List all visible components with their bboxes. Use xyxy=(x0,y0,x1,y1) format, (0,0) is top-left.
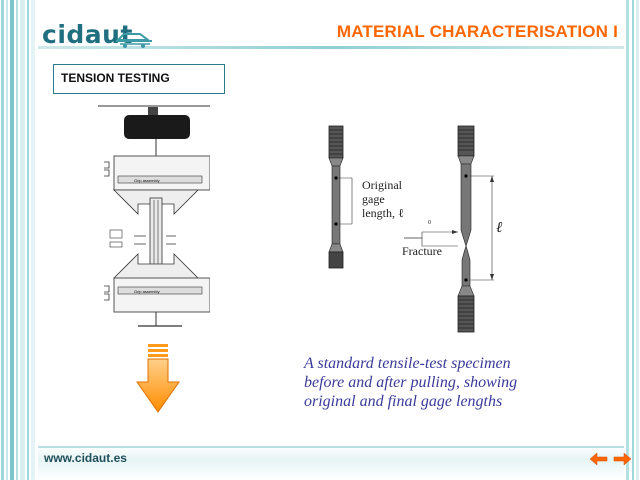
caption-line-3: original and final gage lengths xyxy=(304,393,503,410)
arrow-left-icon[interactable] xyxy=(589,450,609,468)
website-link[interactable]: www.cidaut.es xyxy=(44,451,127,465)
final-length-label: ℓ xyxy=(496,220,502,236)
fracture-label: Fracture xyxy=(402,244,442,258)
arrow-right-icon[interactable] xyxy=(612,450,632,468)
original-label-line1: Original xyxy=(362,178,403,192)
left-stripes xyxy=(0,0,38,480)
svg-text:Grip assembly: Grip assembly xyxy=(134,178,160,183)
figure-caption: A standard tensile-test specimen before … xyxy=(304,354,604,411)
section-label: TENSION TESTING xyxy=(61,71,170,85)
original-label-line3: length, ℓ xyxy=(362,206,404,220)
original-specimen xyxy=(328,125,344,269)
original-label-line2: gage xyxy=(362,192,385,206)
section-header: TENSION TESTING xyxy=(53,64,225,94)
tensile-machine-diagram: Grip assembly Grip assembly xyxy=(98,105,210,327)
footer-band xyxy=(38,446,624,480)
header-divider xyxy=(38,46,624,49)
car-logo-icon xyxy=(116,33,152,48)
page-title: MATERIAL CHARACTERISATION I xyxy=(336,22,618,41)
tensile-specimen-figure: Original gage length, ℓ 0 Fracture ℓ xyxy=(328,125,502,333)
footer-divider xyxy=(38,446,624,448)
right-stripes xyxy=(624,0,640,480)
caption-line-1: A standard tensile-test specimen xyxy=(304,355,511,372)
cidaut-logo: cidaut xyxy=(42,20,133,49)
down-arrow-icon xyxy=(136,344,180,413)
svg-text:Grip assembly: Grip assembly xyxy=(134,289,160,294)
small-mark-label: 0 xyxy=(428,220,431,226)
fractured-specimen xyxy=(457,125,475,333)
caption-line-2: before and after pulling, showing xyxy=(304,374,518,391)
